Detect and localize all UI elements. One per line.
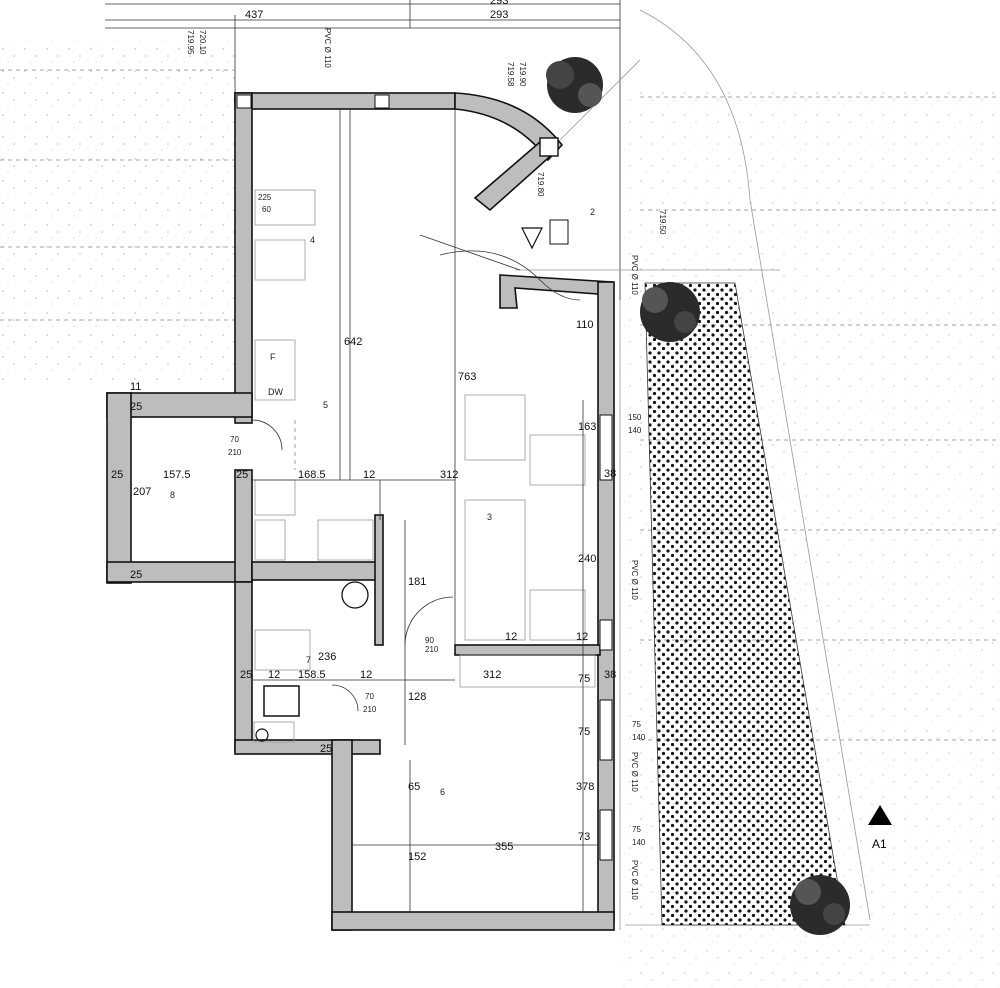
dim-25e: 25 xyxy=(240,669,252,681)
elevation-720-10: 720.10 xyxy=(198,30,207,55)
dim-25b: 25 xyxy=(236,469,248,481)
dim-65: 65 xyxy=(408,781,420,793)
room-3: 3 xyxy=(487,512,492,522)
dim-207: 207 xyxy=(133,486,151,498)
furniture xyxy=(251,110,598,912)
window-3-width: 75 xyxy=(632,825,641,834)
pipe-label-5: PVC Ø 110 xyxy=(630,860,639,900)
elevation-719-80: 719.80 xyxy=(536,172,545,197)
room-8: 8 xyxy=(170,490,175,500)
dim-11: 11 xyxy=(130,381,141,393)
section-marker-triangle xyxy=(868,805,892,825)
dim-312a: 312 xyxy=(440,469,458,481)
pipe-label-3: PVC Ø 110 xyxy=(630,560,639,600)
window-1-height: 140 xyxy=(628,426,642,435)
dim-236: 236 xyxy=(318,651,336,663)
room-5: 5 xyxy=(323,400,328,410)
dim-38a: 38 xyxy=(604,468,616,480)
dim-12d: 12 xyxy=(505,631,517,643)
room-6: 6 xyxy=(440,787,445,797)
window-2-width: 75 xyxy=(632,720,641,729)
pipe-label-1: PVC Ø 110 xyxy=(323,28,332,68)
dim-763: 763 xyxy=(458,371,476,383)
entry-symbol xyxy=(521,219,569,250)
dim-128: 128 xyxy=(408,691,426,703)
label-dw: DW xyxy=(268,387,283,397)
dim-25c: 25 xyxy=(130,401,142,413)
dim-75b: 75 xyxy=(578,726,590,738)
dim-top-293b: 293 xyxy=(490,9,508,21)
door-2-width: 70 xyxy=(365,692,374,701)
tree-top xyxy=(546,57,603,113)
dim-12b: 12 xyxy=(360,669,372,681)
pipe-label-4: PVC Ø 110 xyxy=(630,752,639,792)
site-hatch-left xyxy=(0,40,235,380)
dim-312b: 312 xyxy=(483,669,501,681)
dim-top-437: 437 xyxy=(245,9,263,21)
door-1-width: 70 xyxy=(230,435,239,444)
dim-38b: 38 xyxy=(604,669,616,681)
dim-73: 73 xyxy=(578,831,590,843)
dim-355: 355 xyxy=(495,841,513,853)
dim-12e: 12 xyxy=(576,631,588,643)
room-7: 7 xyxy=(306,655,311,665)
label-f: F xyxy=(270,352,276,362)
dim-168-5: 168.5 xyxy=(298,469,326,481)
dim-25f: 25 xyxy=(320,743,332,755)
elevation-719-90: 719.90 xyxy=(518,62,527,87)
dim-152: 152 xyxy=(408,851,426,863)
elevation-719-58: 719.58 xyxy=(506,62,515,87)
elevation-719-50: 719.50 xyxy=(658,210,667,235)
windows-right xyxy=(236,94,613,861)
planted-strip xyxy=(644,282,846,926)
dim-240: 240 xyxy=(578,553,596,565)
door-3-width: 90 xyxy=(425,636,434,645)
dim-75a: 75 xyxy=(578,673,590,685)
dim-12a: 12 xyxy=(363,469,375,481)
dim-25d: 25 xyxy=(130,569,142,581)
site-boundary-curve xyxy=(639,9,871,921)
pipe-label-2: PVC Ø 110 xyxy=(630,255,639,295)
window-3-height: 140 xyxy=(632,838,646,847)
room-2: 2 xyxy=(590,207,595,217)
dim-110: 110 xyxy=(576,319,594,331)
dim-158-5: 158.5 xyxy=(298,669,326,681)
window-1-width: 150 xyxy=(628,413,642,422)
room-4: 4 xyxy=(310,235,315,245)
dim-12c: 12 xyxy=(268,669,280,681)
dim-157-5: 157.5 xyxy=(163,469,191,481)
dim-163: 163 xyxy=(578,421,596,433)
dim-642: 642 xyxy=(344,336,362,348)
dim-378: 378 xyxy=(576,781,594,793)
door-2-height: 210 xyxy=(363,705,377,714)
window-2-height: 140 xyxy=(632,733,646,742)
elevation-719-95: 719.95 xyxy=(186,30,195,55)
door-1-height: 210 xyxy=(228,448,242,457)
dim-top-293a: 293 xyxy=(490,0,508,7)
top-dimension-lines xyxy=(105,0,621,300)
tree-middle xyxy=(640,282,700,342)
window-4-height: 60 xyxy=(262,205,271,214)
dim-25a: 25 xyxy=(111,469,123,481)
window-4-width: 225 xyxy=(258,193,272,202)
section-label: A1 xyxy=(872,837,887,851)
door-3-height: 210 xyxy=(425,645,439,654)
dim-181: 181 xyxy=(408,576,426,588)
tree-bottom xyxy=(790,875,850,935)
